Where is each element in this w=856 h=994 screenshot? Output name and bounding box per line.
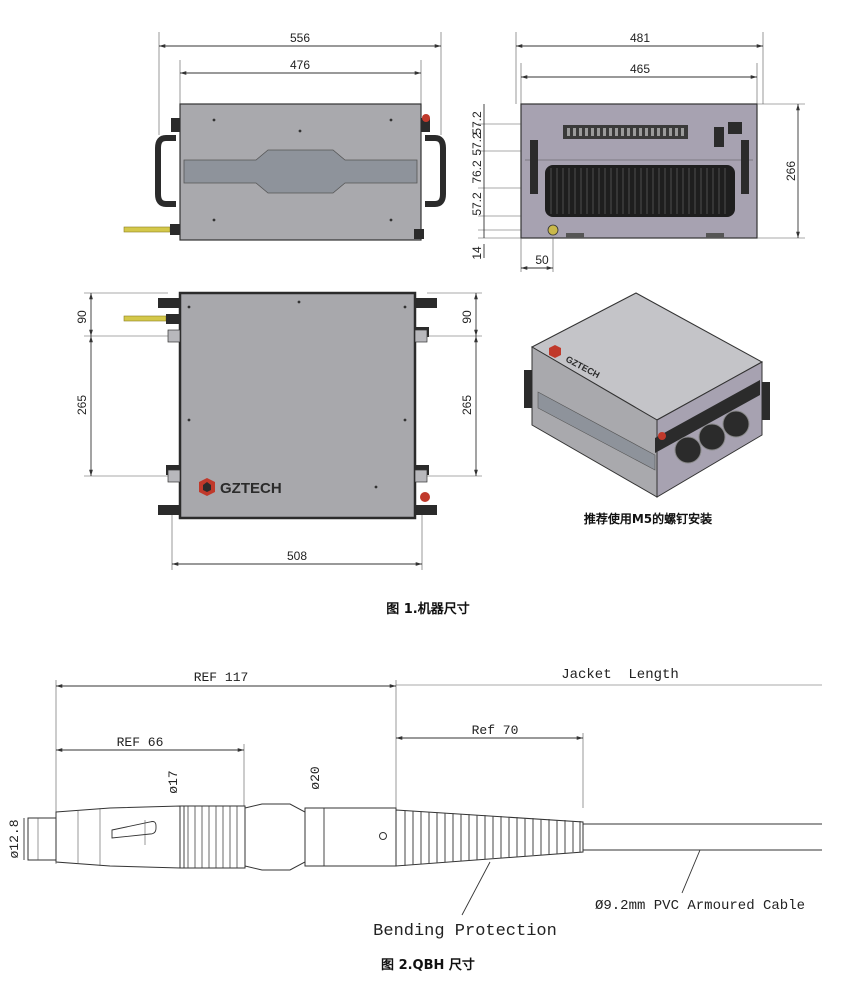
dim-side-v3: 76.2	[470, 160, 484, 184]
dim-side-offset: 50	[535, 253, 549, 267]
dim-front-inner: 476	[290, 58, 310, 72]
dim-side-v2: 57.2	[470, 132, 484, 156]
dim-side-height: 266	[784, 161, 798, 181]
dim-side-outer: 481	[630, 31, 650, 45]
label-jacket: Jacket Length	[561, 667, 679, 683]
label-d128: ø12.8	[7, 819, 22, 858]
dim-top-width: 508	[287, 549, 307, 563]
brand-text: GZTECH	[220, 480, 282, 497]
dim-top-left-b: 265	[75, 395, 89, 415]
dim-side-v1: 57.2	[470, 111, 484, 135]
label-cable: Ø9.2mm PVC Armoured Cable	[595, 898, 805, 914]
dim-top-right-a: 90	[460, 310, 474, 324]
side-view: 481 465	[470, 31, 805, 272]
gztech-logo: GZTECH	[199, 478, 282, 497]
label-bending: Bending Protection	[373, 922, 557, 941]
dim-top-left-a: 90	[75, 310, 89, 324]
top-view: GZTECH 90 265 90 265 508	[75, 291, 482, 570]
front-view: 556 476	[123, 31, 446, 241]
dim-side-v4: 57.2	[470, 192, 484, 216]
label-ref70: Ref 70	[472, 723, 519, 738]
dim-front-outer: 556	[290, 31, 310, 45]
label-d20: ø20	[308, 766, 323, 789]
dim-top-right-b: 265	[460, 395, 474, 415]
mount-note: 推荐使用M5的螺钉安装	[584, 511, 712, 526]
dim-side-bottom: 14	[470, 246, 484, 260]
figure1-caption: 图 1.机器尺寸	[386, 601, 470, 617]
qbh-drawing: REF 117 REF 66 Ref 70 Jacket Length	[7, 667, 822, 941]
label-d17: ø17	[166, 770, 181, 793]
label-ref117: REF 117	[194, 670, 249, 685]
isometric-view: GZTECH 推荐使用M5的螺钉安装	[524, 292, 770, 526]
figure2-caption: 图 2.QBH 尺寸	[381, 957, 475, 973]
label-ref66: REF 66	[117, 735, 164, 750]
dim-side-inner: 465	[630, 62, 650, 76]
